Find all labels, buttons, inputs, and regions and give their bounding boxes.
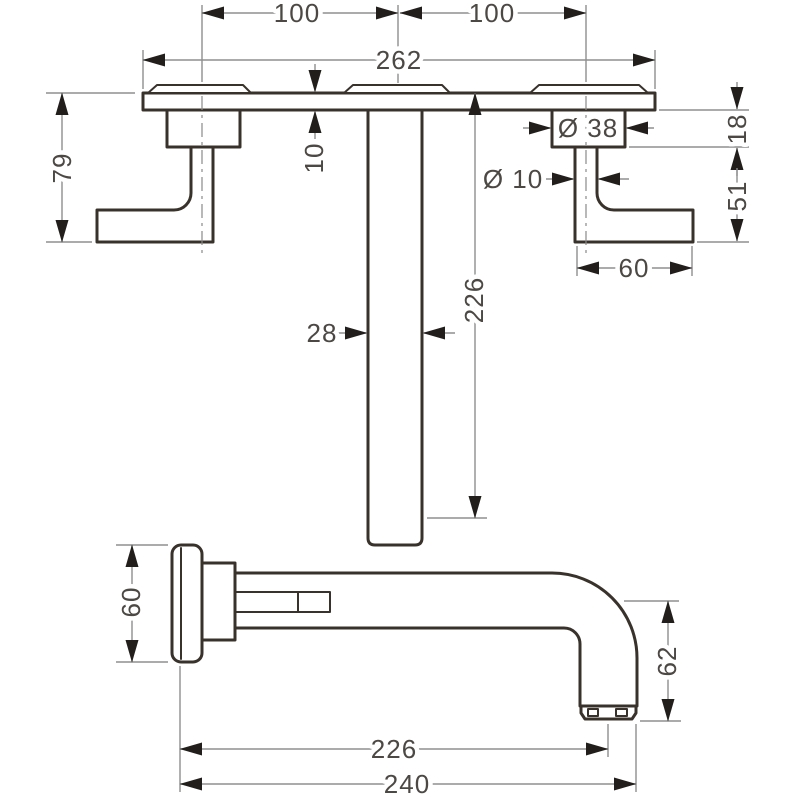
dim-100-right-label: 100 <box>469 0 515 28</box>
dim-18-label: 18 <box>722 114 752 145</box>
left-handle-lever <box>95 145 215 244</box>
dim-dia38-label: Ø 38 <box>558 113 618 143</box>
wall-flange <box>170 543 204 664</box>
dimension-dia38: Ø 38 <box>523 109 654 148</box>
spout-base-block <box>200 561 237 642</box>
side-view <box>170 543 639 721</box>
aerator-nozzle <box>579 704 638 721</box>
dim-60-handle-label: 60 <box>619 253 650 283</box>
dimension-62: 62 <box>648 600 687 722</box>
dim-240-label: 240 <box>384 769 430 799</box>
plate-pad-center <box>343 84 451 94</box>
dimension-240: 240 <box>179 765 637 800</box>
dimension-262: 262 <box>142 41 656 80</box>
dim-79-label: 79 <box>47 153 77 184</box>
dimension-226-spout-length: 226 <box>455 92 494 519</box>
dimension-18-and-51: 18 51 <box>718 82 757 242</box>
dimension-100-left: 100 <box>201 0 399 33</box>
dim-28-label: 28 <box>307 318 338 348</box>
dimension-226-bottom: 226 <box>179 730 609 769</box>
plate-pad-left <box>147 84 252 94</box>
plate-pad-right <box>529 84 649 94</box>
left-escutcheon <box>165 108 242 149</box>
dim-10-plate-label: 10 <box>299 143 329 174</box>
dimension-60-flange: 60 <box>112 544 151 663</box>
wall-plate <box>141 91 657 112</box>
dimension-dia10: Ø 10 <box>478 160 629 199</box>
dimension-28: 28 <box>302 314 455 353</box>
dimension-10-plate: 10 <box>295 64 334 178</box>
right-handle-lever <box>573 145 695 244</box>
spout-tube <box>233 571 639 708</box>
dimension-79: 79 <box>43 92 82 243</box>
inlet-pipe <box>234 591 331 613</box>
dim-100-left-label: 100 <box>274 0 320 28</box>
dim-226-bottom-label: 226 <box>371 734 417 764</box>
dim-60-flange-label: 60 <box>116 587 146 618</box>
dimension-60-handle: 60 <box>576 249 693 288</box>
dim-262-label: 262 <box>376 45 422 75</box>
dimension-100-right: 100 <box>399 0 587 33</box>
spout-stem <box>366 108 424 547</box>
dim-51-label: 51 <box>722 181 752 212</box>
dim-62-label: 62 <box>652 646 682 677</box>
top-view <box>95 84 695 547</box>
dim-226-side-label: 226 <box>459 277 489 323</box>
dim-dia10-label: Ø 10 <box>483 164 543 194</box>
